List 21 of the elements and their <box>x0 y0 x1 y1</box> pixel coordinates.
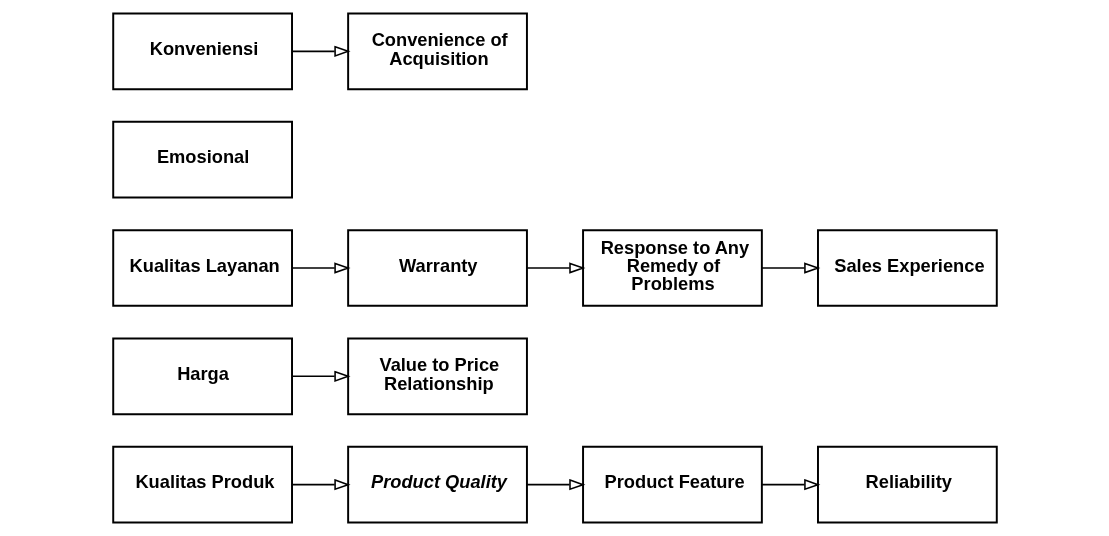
arrow <box>760 262 820 274</box>
node-box: Harga <box>111 337 293 416</box>
node-box: Sales Experience <box>816 229 998 307</box>
node-box: Emosional <box>111 120 293 199</box>
arrow <box>525 262 585 274</box>
arrow <box>290 262 350 274</box>
arrow <box>525 478 585 491</box>
node-box: Value to Price Relationship <box>346 337 528 416</box>
node-box: Convenience of Acquisition <box>346 12 528 91</box>
node-box: Product Quality <box>346 445 528 524</box>
arrow <box>290 45 350 58</box>
node-box: Kualitas Layanan <box>111 229 293 307</box>
node-box: Konveniensi <box>111 12 293 91</box>
node-box: Product Feature <box>581 445 763 524</box>
node-box: Response to Any Remedy of Problems <box>581 229 763 307</box>
arrow <box>290 370 350 382</box>
node-box: Reliability <box>816 445 998 524</box>
node-box: Kualitas Produk <box>111 445 293 524</box>
arrow <box>760 478 820 491</box>
node-box: Warranty <box>346 229 528 307</box>
arrow <box>290 478 350 491</box>
